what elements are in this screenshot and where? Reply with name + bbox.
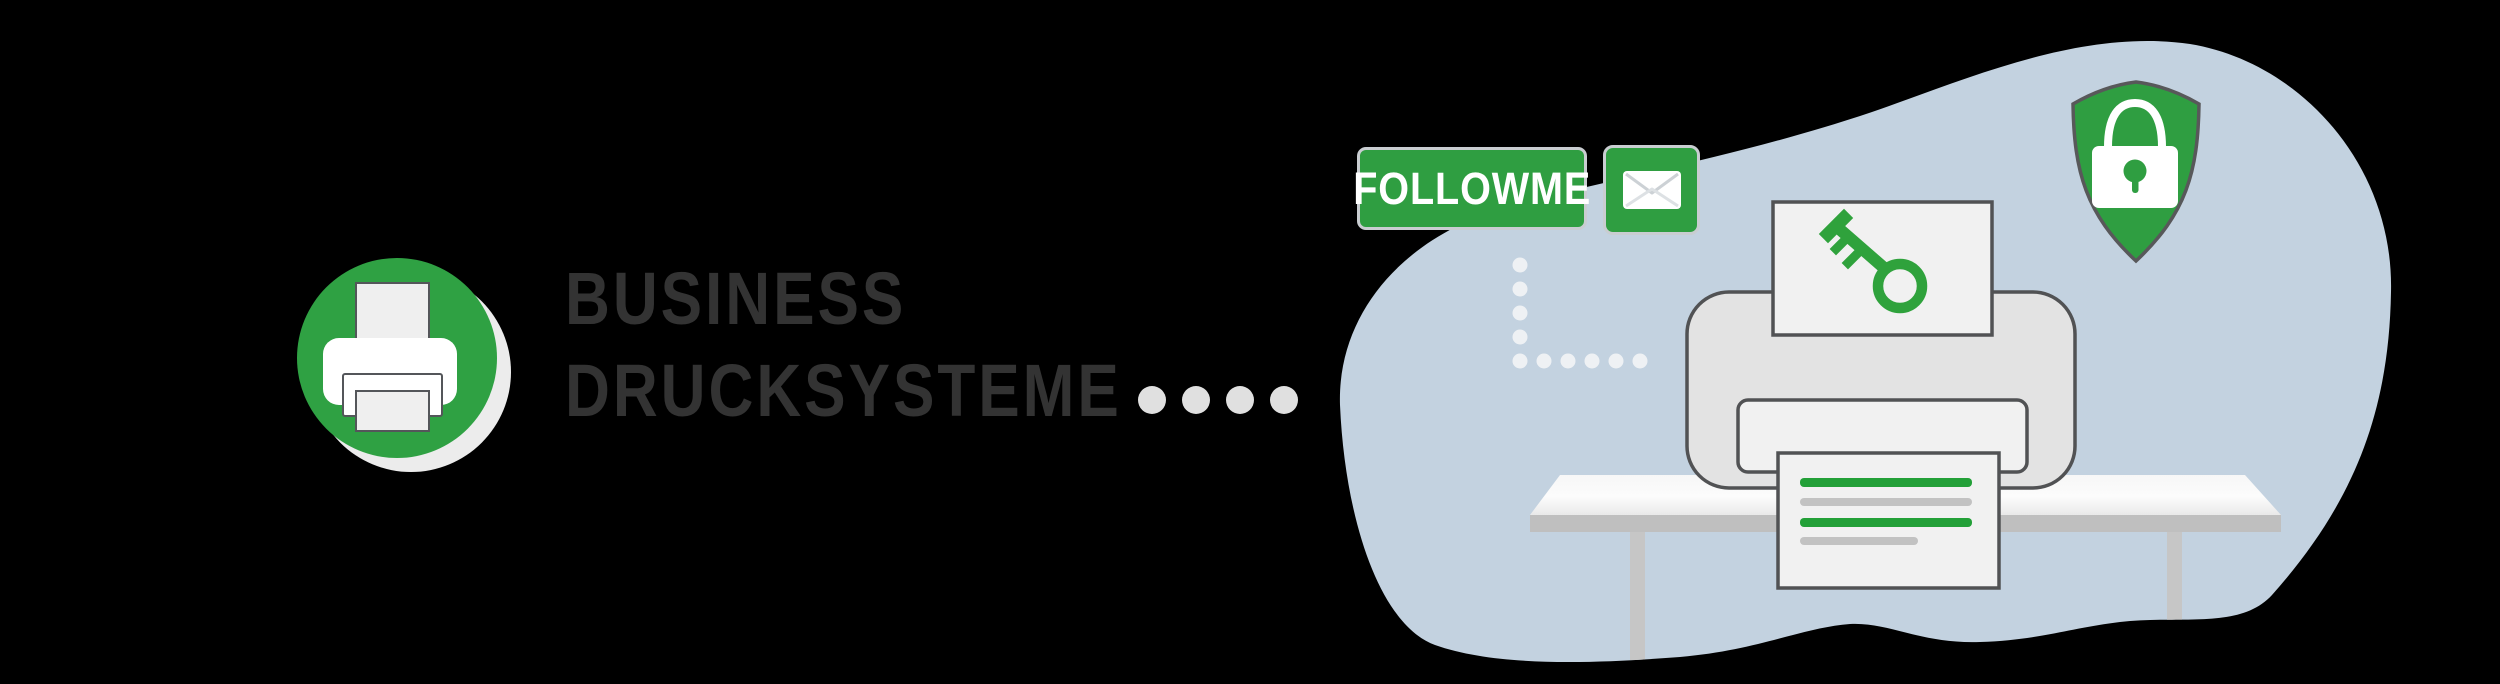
desk-leg-left [1630, 532, 1645, 660]
desk-leg-right [2167, 532, 2182, 660]
key-icon [1818, 208, 1928, 314]
lock-shackle [2104, 98, 2166, 148]
brand-logo [297, 258, 511, 472]
paper-line-green-2 [1800, 518, 1972, 527]
followme-badge: FOLLOWME [1353, 147, 1590, 230]
dot [1270, 386, 1298, 414]
brand-trailing-dots [1138, 386, 1298, 414]
dot [1138, 386, 1166, 414]
key-paper [1771, 200, 1994, 337]
followme-label: FOLLOWME [1353, 162, 1592, 214]
dotted-path [1512, 257, 1648, 369]
dot [1182, 386, 1210, 414]
dot [1226, 386, 1254, 414]
brand-name-line2: DRUCKSYSTEME [565, 349, 1122, 432]
lock-keyhole [2123, 159, 2147, 183]
paper-line-green-1 [1800, 478, 1972, 487]
shield-lock-icon [2071, 80, 2201, 264]
printer-icon-paper-bottom [355, 390, 430, 432]
printed-paper [1776, 451, 2001, 590]
paper-line-gray-2 [1800, 537, 1918, 545]
envelope-icon [1622, 171, 1681, 209]
envelope-badge [1603, 145, 1700, 235]
brand-name-line1: BUSINESS [565, 257, 907, 340]
paper-line-gray-1 [1800, 498, 1972, 506]
